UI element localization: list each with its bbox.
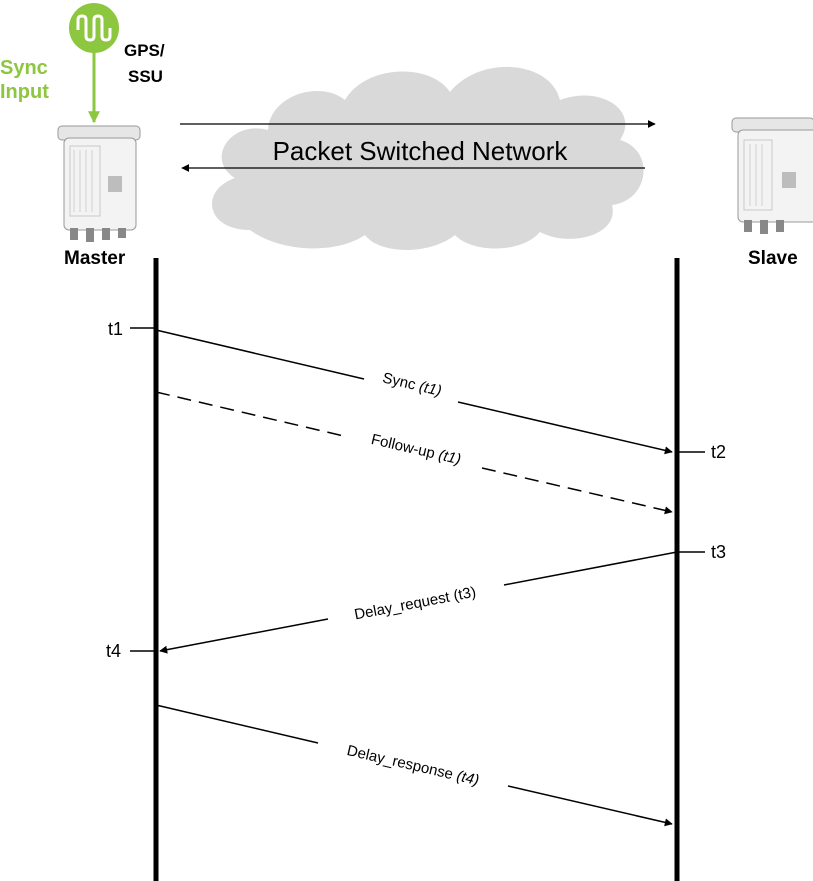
outdoor-unit-icon [731,117,813,234]
gps-ssu-label-1: GPS/ [124,41,165,60]
network-cloud [212,66,644,250]
timestamp-t4: t4 [106,641,121,661]
slave-label: Slave [748,248,798,269]
delay-request-message: Delay_request (t3) [159,551,678,654]
svg-text:Follow-up (t1): Follow-up (t1) [369,431,462,468]
master-label: Master [64,248,126,269]
outdoor-unit-icon [57,125,141,242]
follow-up-label: Follow-up [369,431,436,462]
sync-input-label-2: Input [0,81,49,103]
delay-response-label: Delay_response [345,742,454,783]
network-label: Packet Switched Network [273,136,569,166]
timestamp-t2: t2 [711,442,726,462]
timestamp-t1: t1 [108,319,123,339]
sync-arg: (t1) [417,378,443,400]
sine-wave-icon [69,3,119,53]
follow-up-message: Follow-up (t1) [155,391,673,515]
sync-label: Sync [381,369,418,393]
timestamp-t3: t3 [711,542,726,562]
follow-up-arg: (t1) [437,447,463,469]
delay-request-label: Delay_request [353,589,452,624]
sync-input-label-1: Sync [0,57,48,79]
svg-text:Sync (t1): Sync (t1) [381,369,443,399]
gps-ssu-label-2: SSU [128,67,163,86]
sync-message: Sync (t1) [155,329,673,455]
delay-request-arg: (t3) [452,584,477,605]
svg-text:Delay_response (t4): Delay_response (t4) [345,742,480,789]
svg-text:Delay_request (t3): Delay_request (t3) [353,584,477,624]
delay-response-arg: (t4) [455,767,481,789]
delay-response-message: Delay_response (t4) [155,704,673,827]
